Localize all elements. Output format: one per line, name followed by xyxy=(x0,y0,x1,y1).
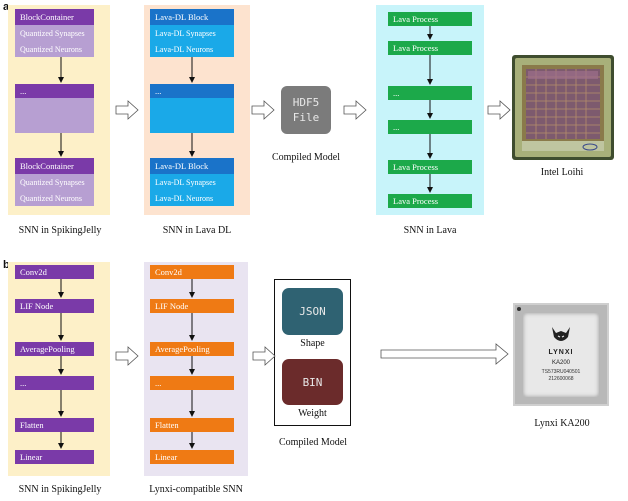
sj-a-top-block: BlockContainer xyxy=(15,9,94,25)
sj-b-lif-node: LIF Node xyxy=(15,299,94,313)
sj-b-caption: SNN in SpikingJelly xyxy=(18,484,102,495)
lava-process-3: Lava Process xyxy=(388,160,472,174)
lynxi-chip-code1: TS573RU040501 xyxy=(541,369,581,375)
lynxi-ka200-caption: Lynxi KA200 xyxy=(534,418,590,429)
sj-background-b xyxy=(8,262,110,476)
lava-process-1: Lava Process xyxy=(388,12,472,26)
sj-a-top-synapses: Quantized Synapses xyxy=(15,25,94,41)
dl-mid-body xyxy=(150,98,234,133)
compiled-model-caption-a: Compiled Model xyxy=(271,152,341,163)
lava-ellipsis-1: ... xyxy=(388,86,472,100)
lynxi-chip-brand: LYNXI xyxy=(548,349,574,356)
bin-file-icon: BIN xyxy=(282,359,343,405)
arrow-compiled-to-ka200 xyxy=(380,343,509,365)
lynxi-background xyxy=(144,262,248,476)
arrow-lynxi-to-compiled xyxy=(252,346,276,366)
hdf5-line2: File xyxy=(292,111,320,124)
dl-bottom-block: Lava-DL Block xyxy=(150,158,234,174)
sj-a-bottom-block: BlockContainer xyxy=(15,158,94,174)
sj-b-linear: Linear xyxy=(15,450,94,464)
hdf5-line1: HDF5 xyxy=(292,96,320,109)
sj-b-conv2d: Conv2d xyxy=(15,265,94,279)
dl-bottom-synapses: Lava-DL Synapses xyxy=(150,174,234,190)
lynxi-caption: Lynxi-compatible SNN xyxy=(149,484,243,495)
hdf5-file-icon: HDF5 File xyxy=(281,86,331,134)
sj-a-top-neurons: Quantized Neurons xyxy=(15,41,94,57)
arrow-sj-to-dl xyxy=(115,100,139,120)
compiled-model-caption-b: Compiled Model xyxy=(278,437,348,448)
lynxi-ka200-chip-image: LYNXI KA200 TS573RU040501 212600068 xyxy=(513,303,609,406)
sj-a-bottom-synapses: Quantized Synapses xyxy=(15,174,94,190)
sj-a-bottom-neurons: Quantized Neurons xyxy=(15,190,94,206)
json-file-icon: JSON xyxy=(282,288,343,335)
dl-mid-block: ... xyxy=(150,84,234,98)
sj-b-average-pooling: AveragePooling xyxy=(15,342,94,356)
dl-bottom-neurons: Lava-DL Neurons xyxy=(150,190,234,206)
dl-top-block: Lava-DL Block xyxy=(150,9,234,25)
dl-caption: SNN in Lava DL xyxy=(162,225,232,236)
lava-process-4: Lava Process xyxy=(388,194,472,208)
intel-loihi-chip-image xyxy=(512,55,614,160)
sj-a-mid-body xyxy=(15,98,94,133)
dl-top-neurons: Lava-DL Neurons xyxy=(150,41,234,57)
sj-a-mid-block: ... xyxy=(15,84,94,98)
lava-caption: SNN in Lava xyxy=(403,225,457,236)
arrow-hdf5-to-lava xyxy=(343,100,367,120)
arrow-dl-to-hdf5 xyxy=(251,100,275,120)
panel-b-letter: b xyxy=(3,259,10,271)
intel-loihi-caption: Intel Loihi xyxy=(540,167,584,178)
lynxi-chip-model: KA200 xyxy=(551,360,570,366)
json-shape-caption: Shape xyxy=(300,338,325,349)
lava-process-2: Lava Process xyxy=(388,41,472,55)
lynxi-lif-node: LIF Node xyxy=(150,299,234,313)
arrow-lava-to-loihi xyxy=(487,100,511,120)
arrow-sj-to-lynxi xyxy=(115,346,139,366)
lynxi-conv2d: Conv2d xyxy=(150,265,234,279)
lynxi-flatten: Flatten xyxy=(150,418,234,432)
sj-b-ellipsis: ... xyxy=(15,376,94,390)
lynx-logo-icon xyxy=(552,327,570,341)
lava-ellipsis-2: ... xyxy=(388,120,472,134)
sj-b-flatten: Flatten xyxy=(15,418,94,432)
sj-a-caption: SNN in SpikingJelly xyxy=(18,225,102,236)
lynxi-ellipsis: ... xyxy=(150,376,234,390)
dl-top-synapses: Lava-DL Synapses xyxy=(150,25,234,41)
panel-a-letter: a xyxy=(3,1,10,13)
lynxi-linear: Linear xyxy=(150,450,234,464)
lynxi-chip-code2: 212600068 xyxy=(548,376,574,382)
lynxi-average-pooling: AveragePooling xyxy=(150,342,234,356)
bin-weight-caption: Weight xyxy=(298,408,327,419)
lava-background xyxy=(376,5,484,215)
